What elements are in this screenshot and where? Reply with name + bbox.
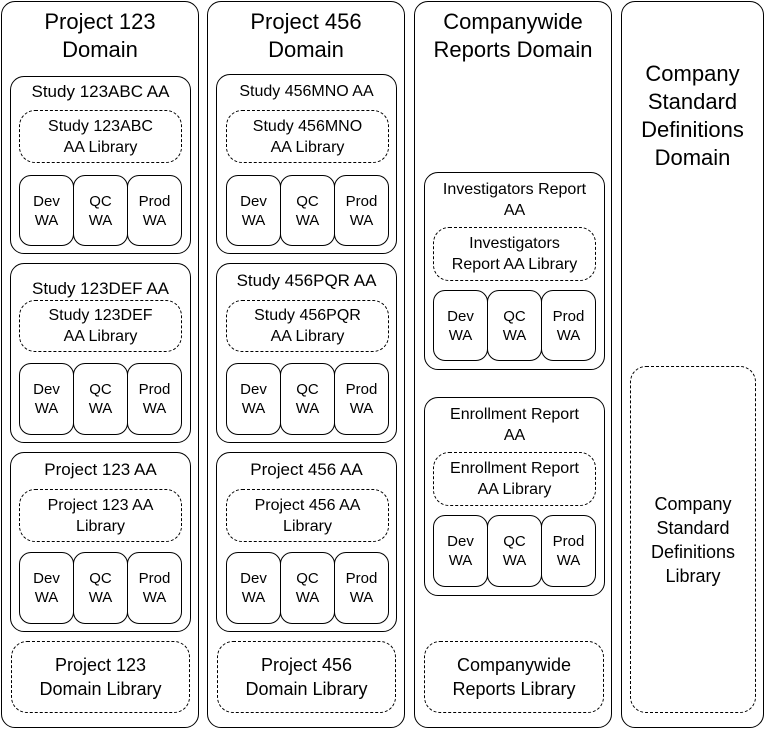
qc-wa: QC WA <box>73 175 128 246</box>
qc-wa: QC WA <box>487 290 542 361</box>
prod-wa: Prod WA <box>334 363 389 435</box>
prod-wa: Prod WA <box>334 552 389 624</box>
qc-wa: QC WA <box>73 363 128 435</box>
aa-title: Investigators Report AA <box>442 181 587 219</box>
aa-library: Study 456PQR AA Library <box>226 300 389 352</box>
prod-wa: Prod WA <box>334 175 389 246</box>
aa-library: Project 456 AA Library <box>226 489 389 542</box>
aa-title: Enrollment Report AA <box>450 406 579 444</box>
dev-wa: Dev WA <box>19 175 74 246</box>
dev-wa: Dev WA <box>226 363 281 435</box>
aa-project-456: Project 456 AA Project 456 AA Library De… <box>216 452 397 632</box>
domain-project-123: Project 123 Domain Study 123ABC AA Study… <box>1 1 199 728</box>
prod-wa: Prod WA <box>127 552 182 624</box>
aa-investigators-report: Investigators Report AA Investigators Re… <box>424 172 605 370</box>
aa-library: Study 123DEF AA Library <box>19 300 182 352</box>
domain-project-456: Project 456 Domain Study 456MNO AA Study… <box>207 1 405 728</box>
domain-title: Project 123 Domain <box>44 9 156 62</box>
dev-wa: Dev WA <box>19 363 74 435</box>
dev-wa: Dev WA <box>433 290 488 361</box>
aa-study-123def: Study 123DEF AA Study 123DEF AA Library … <box>10 263 191 443</box>
domain-companywide-reports: Companywide Reports Domain Investigators… <box>414 1 612 728</box>
domain-title: Project 456 Domain <box>250 9 362 62</box>
aa-study-456mno: Study 456MNO AA Study 456MNO AA Library … <box>216 74 397 254</box>
aa-title: Study 456MNO AA <box>239 83 374 100</box>
aa-title: Project 456 AA <box>250 460 363 479</box>
aa-library: Investigators Report AA Library <box>433 227 596 281</box>
aa-project-123: Project 123 AA Project 123 AA Library De… <box>10 452 191 632</box>
domain-library: Company Standard Definitions Library <box>630 366 756 713</box>
domain-library: Companywide Reports Library <box>424 641 604 713</box>
dev-wa: Dev WA <box>433 515 488 587</box>
aa-enrollment-report: Enrollment Report AA Enrollment Report A… <box>424 397 605 596</box>
qc-wa: QC WA <box>280 552 335 624</box>
domain-company-standard-definitions: Company Standard Definitions Domain Comp… <box>621 1 764 728</box>
aa-title: Project 123 AA <box>44 460 157 479</box>
qc-wa: QC WA <box>73 552 128 624</box>
dev-wa: Dev WA <box>19 552 74 624</box>
aa-title: Study 123ABC AA <box>31 82 170 101</box>
aa-study-123abc: Study 123ABC AA Study 123ABC AA Library … <box>10 76 191 254</box>
domain-library: Project 456 Domain Library <box>217 641 396 713</box>
domain-library: Project 123 Domain Library <box>11 641 190 713</box>
prod-wa: Prod WA <box>127 363 182 435</box>
prod-wa: Prod WA <box>127 175 182 246</box>
aa-library: Study 123ABC AA Library <box>19 110 182 163</box>
aa-title: Study 456PQR AA <box>236 271 377 290</box>
prod-wa: Prod WA <box>541 290 596 361</box>
qc-wa: QC WA <box>280 175 335 246</box>
aa-library: Study 456MNO AA Library <box>226 110 389 163</box>
aa-study-456pqr: Study 456PQR AA Study 456PQR AA Library … <box>216 263 397 443</box>
aa-library: Enrollment Report AA Library <box>433 452 596 506</box>
dev-wa: Dev WA <box>226 552 281 624</box>
domain-title: Companywide Reports Domain <box>433 9 593 62</box>
domain-title: Company Standard Definitions Domain <box>641 61 744 170</box>
dev-wa: Dev WA <box>226 175 281 246</box>
qc-wa: QC WA <box>280 363 335 435</box>
qc-wa: QC WA <box>487 515 542 587</box>
prod-wa: Prod WA <box>541 515 596 587</box>
aa-library: Project 123 AA Library <box>19 489 182 542</box>
aa-title: Study 123DEF AA <box>31 279 170 298</box>
